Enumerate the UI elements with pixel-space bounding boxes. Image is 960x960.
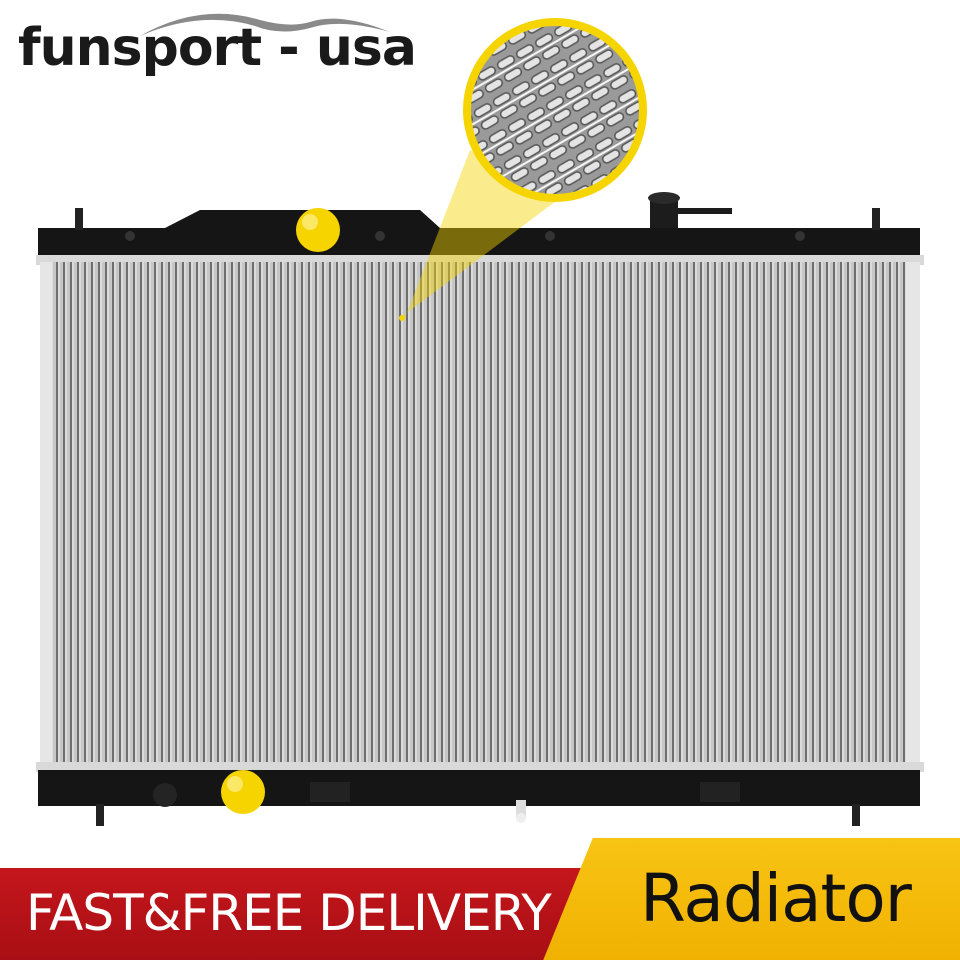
radiator-core: [50, 262, 908, 764]
zoom-callout-icon: [399, 18, 647, 321]
shipping-banner-text: FAST&FREE DELIVERY: [26, 884, 552, 942]
banner-yellow: [540, 838, 960, 960]
bottom-tank: [38, 770, 920, 826]
product-label: Radiator: [640, 860, 912, 937]
brand-logo: funsport - usa: [18, 18, 417, 78]
radiator-cap-icon: [221, 208, 340, 814]
drain-plug-icon: [516, 800, 526, 823]
logo-swoosh-icon: [140, 13, 390, 36]
top-tank: [38, 192, 920, 258]
